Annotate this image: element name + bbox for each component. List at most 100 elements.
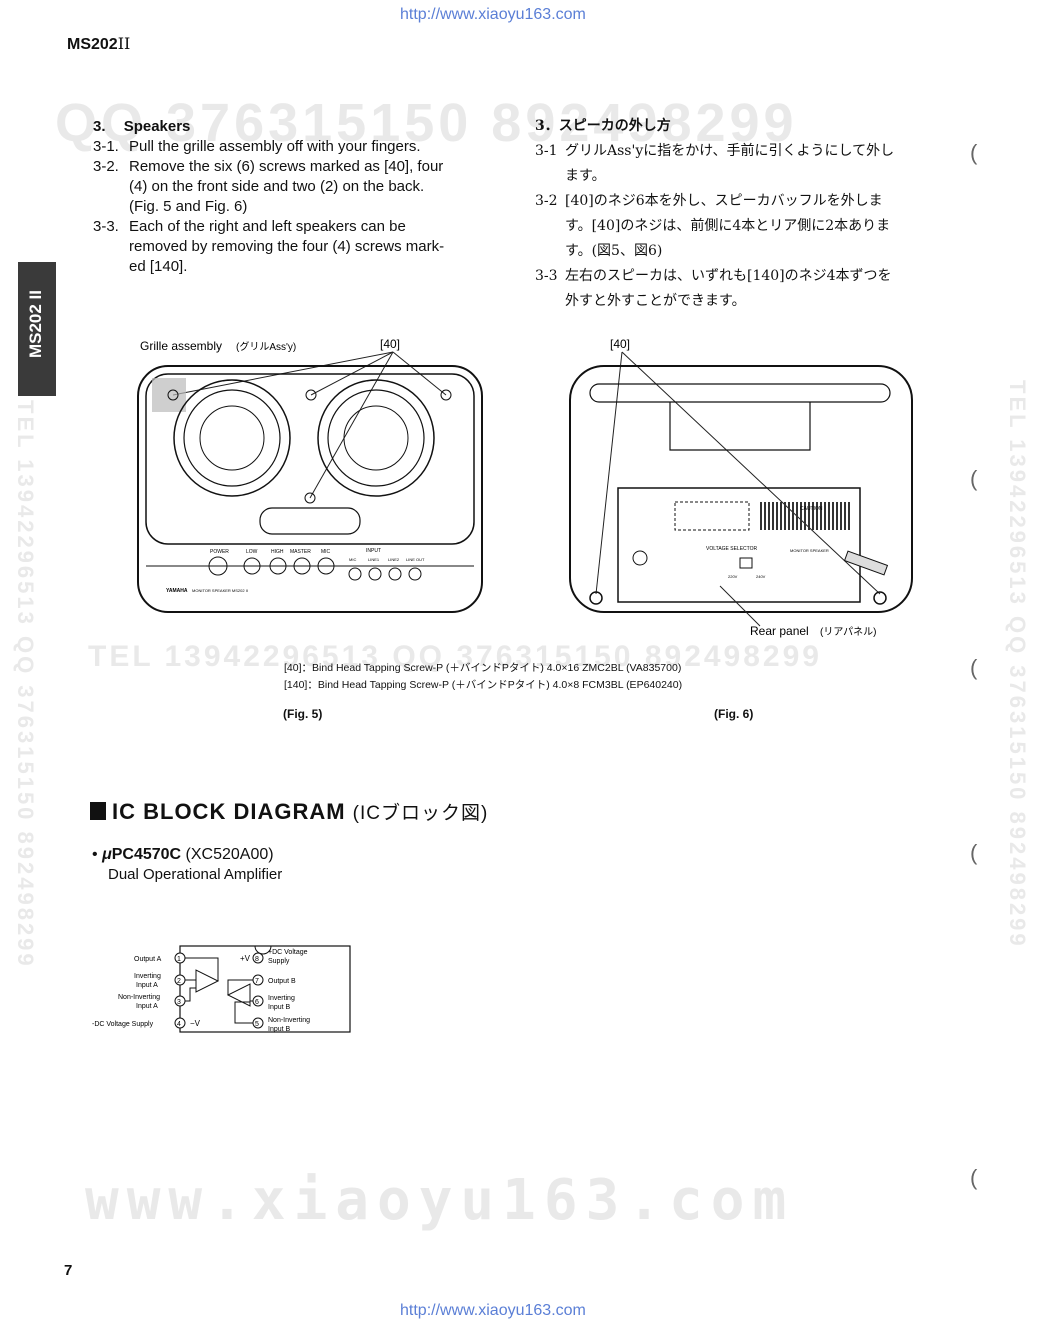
model-suffix: II	[117, 34, 131, 53]
heading-number: 3.	[93, 118, 106, 135]
pin-label-right: Input B	[268, 1026, 291, 1033]
fig5-handle-slot	[259, 507, 361, 535]
fig6-screw	[589, 591, 603, 605]
step-number: 3-1.	[93, 138, 119, 155]
fig5-jack	[368, 567, 382, 581]
pin-label-right: Supply	[268, 958, 290, 965]
fig5-knob-master	[293, 557, 311, 575]
fig6-screw-label: [40]	[610, 337, 630, 351]
fig5-knob-label: MIC	[321, 549, 331, 555]
fig5-grille-outline	[145, 373, 475, 545]
fig5-knob-high	[269, 557, 287, 575]
watermark-url-top[interactable]: http://www.xiaoyu163.com	[400, 6, 586, 23]
step-line: 外すと外すことができます。	[565, 293, 746, 309]
fig6-leader-line	[621, 351, 881, 595]
fig6-caption: (Fig. 6)	[714, 707, 754, 721]
fig5-left-speaker-cone	[183, 389, 281, 487]
fig5-jack-label: LINE OUT	[406, 557, 425, 562]
ic-package-outline	[179, 945, 351, 1033]
fig6-rear-panel-label: Rear panel	[750, 624, 809, 638]
fig5-screw	[304, 492, 316, 504]
fig5-jack	[408, 567, 422, 581]
watermark-site: www.xiaoyu163.com	[85, 1168, 795, 1233]
step-number: 3-2	[535, 193, 558, 209]
fig5-knob-label: HIGH	[271, 549, 284, 555]
side-tab: MS202 II	[18, 262, 56, 396]
fig6-handle-recess	[669, 402, 811, 451]
opamp-a-wiring	[185, 957, 219, 1002]
fig5-right-speaker-dustcap	[343, 405, 409, 471]
ic-pinout-diagram: 1 2 3 4 8 7 6 5 +V −V Output A Inverting…	[92, 945, 351, 1033]
step-text: グリルAss'yに指をかけ、手前に引くようにして外します。	[565, 139, 894, 189]
fig6-plate-text: MONITOR SPEAKER	[790, 548, 829, 553]
ic-notch	[254, 945, 272, 955]
fig5-screw	[440, 389, 452, 401]
speakers-heading-jp: 3．スピーカの外し方	[535, 118, 671, 134]
step-item: 3-3 左右のスピーカは、いずれも[140]のネジ4本ずつを外すと外すことができま…	[535, 264, 935, 314]
fig5-jack-label: LINE1	[368, 557, 380, 562]
side-tab-label: MS202 II	[26, 290, 45, 359]
step-item: 3-1. Pull the grille assembly off with yo…	[93, 137, 493, 157]
fig6-input-jack	[632, 550, 648, 566]
step-line: [40]のネジ6本を外し、スピーカバッフルを外しま	[565, 193, 883, 209]
fig5-diagram: Grille assembly (グリルAss'y) [40] POWER LO…	[137, 337, 483, 613]
fig6-leader-line	[595, 351, 623, 595]
step-line: す。(図5、図6)	[565, 243, 663, 259]
fig5-jack-label: LINE2	[388, 557, 400, 562]
step-item: 3-2[40]のネジ6本を外し、スピーカバッフルを外します。[40]のネジは、前…	[535, 189, 935, 264]
fig6-caution: CAUTION	[800, 506, 823, 512]
fig5-knob-label: POWER	[210, 549, 229, 555]
pin-label-left: -DC Voltage Supply	[92, 1021, 154, 1028]
binder-mark: (	[970, 1165, 978, 1190]
fig5-jack	[388, 567, 402, 581]
fig6-power-cord	[843, 550, 889, 576]
watermark-url-bottom[interactable]: http://www.xiaoyu163.com	[400, 1302, 586, 1319]
fig5-brand: YAMAHA	[166, 588, 188, 594]
step-number: 3-3	[535, 268, 558, 284]
ic-section-heading: IC BLOCK DIAGRAM (ICブロック図)	[90, 798, 488, 825]
fig6-voltage-value: 220V	[728, 574, 738, 579]
binder-mark: (	[970, 140, 978, 165]
fig5-screw-label: [40]	[380, 337, 400, 351]
screw-note: [40]：Bind Head Tapping Screw-P (＋バインドPタイ…	[284, 662, 682, 674]
fig5-leader-line	[309, 351, 394, 499]
part-prefix: μ	[102, 846, 112, 863]
watermark-qq-line: QQ 376315150 892498299	[55, 93, 798, 153]
step-line: 左右のスピーカは、いずれも[140]のネジ4本ずつを	[565, 268, 892, 284]
fig5-cabinet-outline	[137, 365, 483, 613]
fig5-model-plate: MONITOR SPEAKER MS202 II	[192, 588, 248, 593]
opamp-b-symbol	[226, 983, 251, 1007]
watermark-left-vertical: TEL 13942296513 QQ 376315150 892498299	[13, 400, 38, 969]
fig5-screw	[305, 389, 317, 401]
step-number: 3-2.	[93, 158, 119, 175]
step-line: removed by removing the four (4) screws …	[129, 238, 445, 255]
opamp-b-wiring	[227, 979, 253, 1024]
pin-number: 1	[177, 956, 181, 963]
page-model-header: MS202II	[67, 34, 130, 54]
pin-label-right: +DC Voltage	[268, 949, 308, 956]
pin-number: 5	[255, 1021, 259, 1028]
vminus-label: −V	[190, 1019, 201, 1028]
fig5-jack-label: MIC	[349, 557, 356, 562]
pin-number: 4	[177, 1021, 181, 1028]
fig5-right-speaker-cone	[327, 389, 425, 487]
fig5-grille-label-jp: (グリルAss'y)	[236, 340, 296, 353]
step-text: Pull the grille assembly off with your f…	[129, 137, 421, 157]
bullet: •	[92, 846, 98, 863]
ic-part-line: • μPC4570C (XC520A00)	[92, 846, 274, 864]
fig6-cabinet-outline	[569, 365, 913, 613]
fig5-left-speaker-ring	[173, 379, 291, 497]
steps-list: 3-1. Pull the grille assembly off with yo…	[93, 137, 493, 277]
fig6-rear-panel-label-jp: (リアパネル)	[820, 626, 876, 638]
pin-number: 7	[255, 978, 259, 985]
pin-label-left: Output A	[134, 956, 162, 963]
pin-label-left: Input A	[136, 982, 158, 989]
fig5-input-label: INPUT	[366, 548, 381, 554]
page-number: 7	[64, 1262, 73, 1279]
fig5-grille-label: Grille assembly	[140, 339, 222, 353]
fig5-grille-mesh	[152, 378, 186, 412]
step-line: グリルAss'yに指をかけ、手前に引くようにして外し	[565, 143, 895, 159]
ic-heading-title-jp: (ICブロック図)	[352, 803, 489, 824]
fig6-voltage-label: VOLTAGE SELECTOR	[706, 546, 758, 552]
